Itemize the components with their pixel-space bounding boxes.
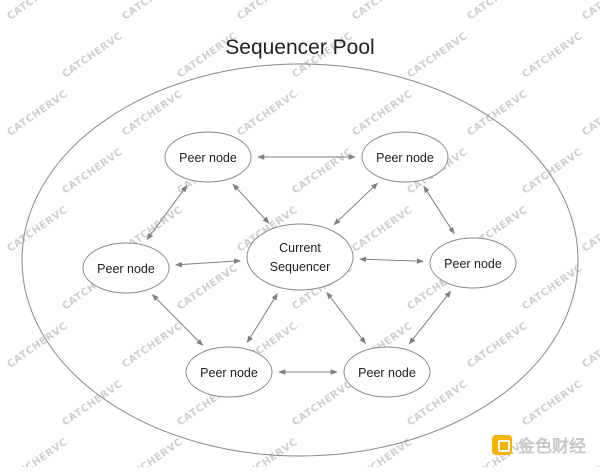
connection-arrow-mid-right-bottom-right — [408, 290, 452, 345]
watermark-text: CATCHERVC — [465, 321, 529, 371]
connection-arrow-top-left-center — [232, 183, 270, 224]
peer-node-top-left[interactable]: Peer node — [164, 131, 252, 183]
watermark-text: CATCHERVC — [290, 147, 354, 197]
watermark-text: CATCHERVC — [235, 89, 299, 139]
watermark-text: CATCHERVC — [580, 0, 600, 22]
current-sequencer-node[interactable]: Current Sequencer — [246, 223, 354, 291]
brand-logo-text: 金色财经 — [518, 437, 586, 457]
watermark-text: CATCHERVC — [175, 263, 239, 313]
pool-boundary — [21, 63, 579, 457]
watermark-text: CATCHERVC — [235, 0, 299, 22]
peer-node-label: Peer node — [179, 151, 237, 165]
watermark-text: CATCHERVC — [350, 0, 414, 22]
connection-arrow-mid-left-bottom-left — [151, 294, 204, 346]
connection-arrow-top-left-mid-left — [146, 185, 188, 240]
current-sequencer-label-line1: Current — [279, 241, 321, 255]
peer-node-label: Peer node — [444, 257, 502, 271]
peer-node-bottom-right[interactable]: Peer node — [343, 346, 431, 398]
watermark-text: CATCHERVC — [5, 0, 69, 22]
connection-arrow-center-mid-right — [359, 256, 424, 264]
watermark-text: CATCHERVC — [580, 205, 600, 255]
peer-node-label: Peer node — [376, 151, 434, 165]
watermark-text: CATCHERVC — [60, 147, 124, 197]
watermark-text: CATCHERVC — [465, 0, 529, 22]
watermark-text: CATCHERVC — [580, 89, 600, 139]
watermark-text: CATCHERVC — [290, 379, 354, 429]
watermark-text: CATCHERVC — [350, 205, 414, 255]
brand-logo: 金色财经 — [492, 432, 586, 457]
watermark-text: CATCHERVC — [120, 321, 184, 371]
connection-arrow-center-bottom-right — [326, 291, 366, 345]
peer-node-label: Peer node — [97, 262, 155, 276]
peer-node-bottom-left[interactable]: Peer node — [185, 346, 273, 398]
watermark-text: CATCHERVC — [350, 89, 414, 139]
connection-arrows — [146, 154, 455, 375]
peer-node-mid-left[interactable]: Peer node — [82, 242, 170, 294]
watermark-text: CATCHERVC — [5, 437, 69, 467]
diagram-title: Sequencer Pool — [225, 36, 375, 59]
connection-arrow-mid-left-center — [175, 258, 241, 268]
current-sequencer-label-line2: Sequencer — [270, 260, 330, 274]
peer-node-top-right[interactable]: Peer node — [361, 131, 449, 183]
watermark-text: CATCHERVC — [580, 321, 600, 371]
watermark-text: CATCHERVC — [5, 89, 69, 139]
connection-arrow-center-bottom-left — [246, 293, 278, 344]
watermark-text: CATCHERVC — [5, 205, 69, 255]
watermark-text: CATCHERVC — [60, 379, 124, 429]
watermark-text: CATCHERVC — [120, 437, 184, 467]
connection-arrow-top-right-mid-right — [423, 185, 455, 235]
peer-node-mid-right[interactable]: Peer node — [429, 237, 517, 289]
watermark-text: CATCHERVC — [520, 147, 584, 197]
brand-logo-icon — [492, 434, 512, 455]
watermark-text: CATCHERVC — [5, 321, 69, 371]
watermark-text: CATCHERVC — [120, 0, 184, 22]
watermark-text: CATCHERVC — [120, 89, 184, 139]
peer-node-label: Peer node — [358, 366, 416, 380]
connection-arrow-top-right-center — [333, 182, 379, 226]
peer-node-label: Peer node — [200, 366, 258, 380]
watermark-text: CATCHERVC — [520, 379, 584, 429]
watermark-text: CATCHERVC — [465, 89, 529, 139]
